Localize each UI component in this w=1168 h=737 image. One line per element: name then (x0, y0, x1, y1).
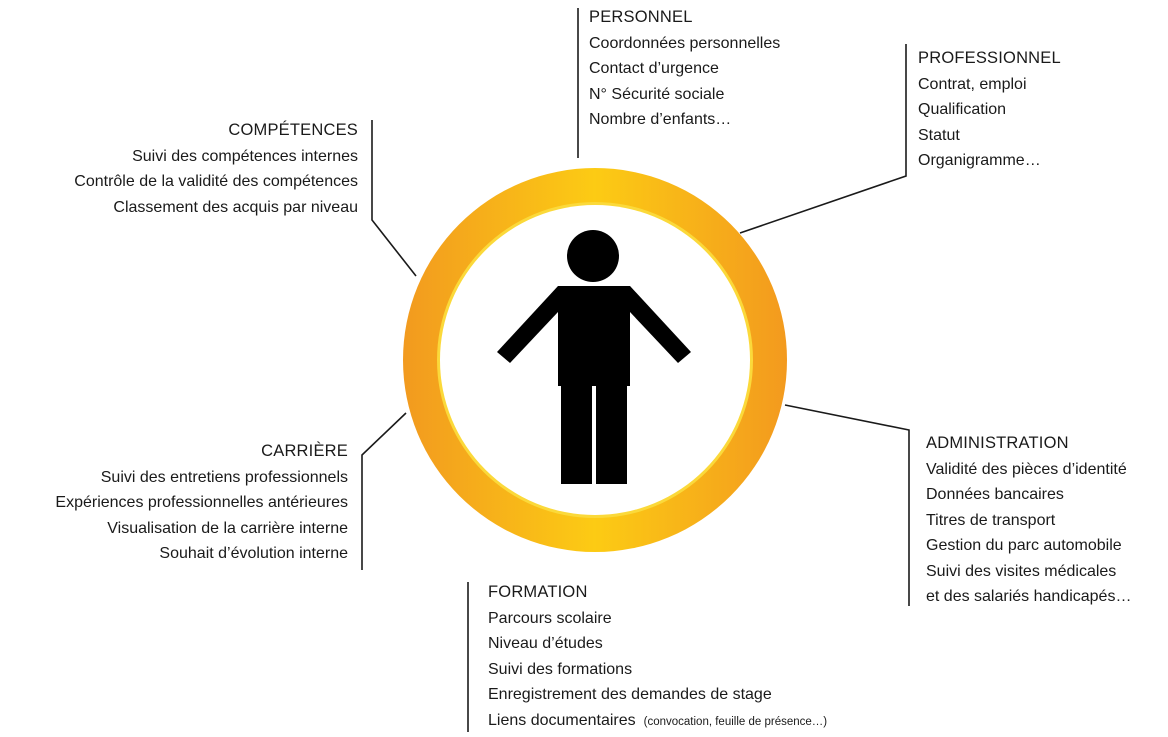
formation-item: Niveau d’études (488, 635, 603, 652)
administration-block: ADMINISTRATION Validité des pièces d’ide… (926, 431, 1131, 610)
administration-item: Titres de transport (926, 511, 1056, 529)
professionnel-item: Contrat, emploi (918, 75, 1027, 93)
formation-item: Parcours scolaire (488, 609, 612, 627)
formation-item: Enregistrement des demandes de stage (488, 686, 772, 703)
connector-competences (371, 120, 417, 277)
competences-item: Classement des acquis par niveau (113, 198, 358, 216)
professionnel-item: Qualification (918, 101, 1007, 118)
competences-block: COMPÉTENCES Suivi des compétences intern… (74, 118, 358, 220)
administration-item: Gestion du parc automobile (926, 537, 1122, 554)
administration-item: Données bancaires (926, 486, 1064, 503)
administration-title: ADMINISTRATION (926, 434, 1069, 452)
personnel-title: PERSONNEL (589, 8, 693, 26)
personnel-item: Coordonnées personnelles (589, 34, 781, 52)
carriere-block: CARRIÈRE Suivi des entretiens profession… (55, 439, 348, 567)
formation-note: (convocation, feuille de présence…) (643, 715, 828, 728)
professionnel-title: PROFESSIONNEL (918, 49, 1061, 67)
administration-item: Validité des pièces d’identité (926, 460, 1127, 478)
formation-block: FORMATION Parcours scolaire Niveau d’étu… (488, 580, 827, 735)
connector-professionnel (739, 44, 907, 234)
personnel-block: PERSONNEL Coordonnées personnelles Conta… (589, 5, 780, 133)
connector-administration (784, 404, 910, 606)
formation-last-line: Liens documentaires (convocation, feuille… (488, 708, 827, 736)
formation-item: Suivi des formations (488, 660, 633, 678)
administration-item: Suivi des visites médicales (926, 562, 1117, 580)
personnel-item: Nombre d’enfants… (589, 111, 732, 128)
professionnel-item: Organigramme… (918, 152, 1041, 169)
administration-item: et des salariés handicapés… (926, 588, 1132, 605)
formation-title: FORMATION (488, 583, 588, 601)
personnel-item: Contact d’urgence (589, 60, 719, 77)
professionnel-item: Statut (918, 126, 960, 144)
personnel-item: N° Sécurité sociale (589, 85, 725, 103)
competences-item: Suivi des compétences internes (132, 147, 358, 165)
carriere-title: CARRIÈRE (261, 442, 348, 460)
professionnel-block: PROFESSIONNEL Contrat, emploi Qualificat… (918, 46, 1061, 174)
formation-last-item: Liens documentaires (488, 711, 636, 729)
carriere-item: Visualisation de la carrière interne (107, 519, 348, 537)
carriere-item: Suivi des entretiens professionnels (100, 468, 348, 486)
competences-title: COMPÉTENCES (228, 121, 358, 139)
person-icon (497, 230, 691, 484)
carriere-item: Souhait d’évolution interne (159, 545, 348, 562)
carriere-item: Expériences professionnelles antérieures (55, 494, 348, 511)
competences-item: Contrôle de la validité des compétences (74, 173, 358, 190)
connector-carriere (361, 412, 407, 570)
connector-lines (361, 8, 910, 732)
